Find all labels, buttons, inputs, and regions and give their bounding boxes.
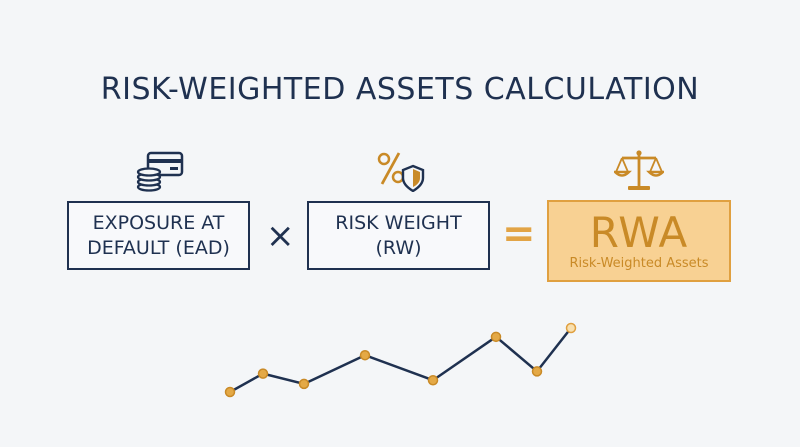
- rwa-box: RWA Risk-Weighted Assets: [547, 200, 731, 282]
- rw-label-line2: (RW): [375, 236, 422, 259]
- scales-icon: [614, 150, 664, 190]
- ead-label-line2: DEFAULT (EAD): [87, 236, 230, 259]
- trend-point: [427, 374, 439, 386]
- rwa-label: RWA: [589, 208, 689, 257]
- multiply-operator: ×: [266, 216, 295, 256]
- rwa-sublabel: Risk-Weighted Assets: [569, 256, 709, 271]
- ead-box: EXPOSURE AT DEFAULT (EAD): [67, 201, 250, 270]
- rw-box: RISK WEIGHT (RW): [307, 201, 490, 270]
- rw-label-line1: RISK WEIGHT: [335, 211, 462, 234]
- trend-point: [531, 366, 543, 377]
- trend-point: [565, 322, 577, 334]
- page-title: RISK-WEIGHTED ASSETS CALCULATION: [100, 72, 700, 107]
- equals-operator: =: [502, 211, 536, 257]
- card-coins-icon: [136, 151, 184, 192]
- trend-point: [298, 378, 310, 390]
- trend-path: [229, 327, 572, 394]
- trend-point: [224, 386, 236, 398]
- percent-shield-icon: [377, 152, 425, 192]
- trend-point: [257, 368, 269, 379]
- trend-point: [490, 331, 502, 343]
- trend-point: [359, 349, 371, 361]
- ead-label-line1: EXPOSURE AT: [92, 211, 225, 234]
